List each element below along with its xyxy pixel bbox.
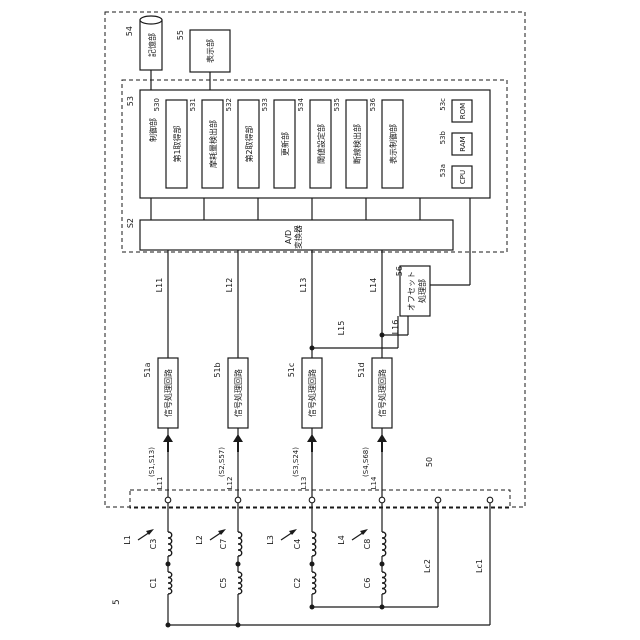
offset-ref: 56 bbox=[395, 266, 404, 276]
chip-label: RAM bbox=[459, 136, 467, 151]
line-label-l15: L15 bbox=[337, 321, 346, 336]
terminals bbox=[165, 497, 493, 503]
coil-c6: C6 bbox=[363, 578, 372, 589]
lead-labels: L1 L2 L3 L4 bbox=[123, 529, 368, 545]
signal-block-51d: 51d 信号処理回路 (S4,S68) L14 bbox=[357, 358, 392, 489]
unit-ref: 533 bbox=[261, 98, 269, 111]
sig-signal: (S4,S68) bbox=[362, 447, 370, 477]
sig-signal: (S2,S57) bbox=[218, 447, 226, 477]
junction-node bbox=[380, 333, 385, 338]
unit-ref: 532 bbox=[225, 98, 233, 111]
sig-line: L14 bbox=[370, 476, 378, 489]
storage-label: 記憶部 bbox=[147, 33, 157, 57]
coil-c5: C5 bbox=[219, 578, 228, 589]
unit-label: 閾値設定部 bbox=[316, 124, 326, 164]
chip-ref: 53a bbox=[439, 164, 447, 177]
sig-signal: (S1,S13) bbox=[148, 447, 156, 477]
ad-ref: S2 bbox=[126, 218, 135, 228]
sig-label: 信号処理回路 bbox=[163, 369, 173, 417]
sig-ref: 51d bbox=[357, 362, 366, 377]
control-ref: 53 bbox=[126, 96, 135, 106]
coil-c2: C2 bbox=[293, 578, 302, 589]
coil-c8: C8 bbox=[363, 539, 372, 550]
figure-label: 5 bbox=[112, 599, 122, 605]
coil-chains bbox=[166, 503, 491, 628]
connector-strip-50 bbox=[130, 490, 510, 508]
junction-node bbox=[310, 346, 315, 351]
sig-label: 信号処理回路 bbox=[233, 369, 243, 417]
chip-ref: 53c bbox=[439, 98, 447, 111]
unit-label: 断線検出部 bbox=[352, 124, 362, 164]
sig-line: L13 bbox=[300, 477, 308, 490]
line-label-l11: L11 bbox=[155, 278, 164, 293]
lead-lc2: Lc2 bbox=[423, 559, 432, 573]
sig-line: L12 bbox=[226, 477, 234, 490]
storage-unit-54: 54 記憶部 bbox=[125, 16, 162, 70]
ad-label-2: 変換器 bbox=[293, 225, 303, 249]
sig-label: 信号処理回路 bbox=[377, 369, 387, 417]
unit-label: 表示制御部 bbox=[388, 124, 398, 164]
line-label-l14: L14 bbox=[369, 278, 378, 293]
connector-ref: 50 bbox=[425, 457, 434, 467]
signal-block-51b: 51b 信号処理回路 (S2,S57) L12 bbox=[213, 358, 248, 489]
chip-label: ROM bbox=[459, 103, 467, 119]
signal-block-51c: 51c 信号処理回路 (S3,S24) L13 bbox=[287, 358, 322, 489]
chip-ref: 53b bbox=[439, 130, 447, 144]
lead-l4: L4 bbox=[337, 535, 346, 545]
line-label-l13: L13 bbox=[299, 278, 308, 293]
storage-ref: 54 bbox=[125, 26, 134, 36]
offset-processor-56: 56 オフセット 処理部 bbox=[395, 266, 430, 316]
sig-label: 信号処理回路 bbox=[307, 369, 317, 417]
offset-label-2: 処理部 bbox=[417, 279, 427, 303]
unit-ref: 536 bbox=[369, 97, 377, 111]
coil-c1: C1 bbox=[149, 578, 158, 589]
line-label-l16: L16 bbox=[391, 320, 400, 335]
unit-ref: 535 bbox=[333, 98, 341, 111]
offset-label-1: オフセット bbox=[407, 271, 416, 311]
unit-label: 更新部 bbox=[280, 132, 290, 156]
unit-label: 第2取得部 bbox=[244, 125, 254, 162]
unit-ref: 534 bbox=[297, 97, 305, 111]
signal-lines bbox=[168, 250, 490, 625]
lead-l3: L3 bbox=[266, 535, 275, 545]
coil-c3: C3 bbox=[149, 539, 158, 550]
sig-signal: (S3,S24) bbox=[292, 447, 300, 477]
unit-label: 第1取得部 bbox=[172, 125, 182, 162]
sig-ref: 51a bbox=[143, 362, 152, 377]
sig-ref: 51b bbox=[213, 362, 222, 377]
coil-c4: C4 bbox=[293, 539, 302, 550]
lead-lc1: Lc1 bbox=[475, 559, 484, 573]
display-ref: 55 bbox=[176, 30, 185, 40]
lead-l2: L2 bbox=[195, 535, 204, 545]
sig-line: L11 bbox=[156, 477, 164, 490]
line-label-l12: L12 bbox=[225, 278, 234, 293]
chip-label: CPU bbox=[459, 170, 467, 184]
signal-block-51a: 51a 信号処理回路 (S1,S13) L11 bbox=[143, 358, 178, 489]
display-unit-55: 55 表示部 bbox=[176, 30, 230, 72]
unit-label: 摩耗量検出部 bbox=[208, 120, 218, 168]
lead-l1: L1 bbox=[123, 535, 132, 545]
unit-ref: 531 bbox=[189, 98, 197, 111]
display-label: 表示部 bbox=[205, 39, 215, 63]
sig-ref: 51c bbox=[287, 363, 296, 378]
control-label: 制御部 bbox=[148, 118, 158, 142]
coil-c7: C7 bbox=[219, 539, 228, 550]
ad-label-1: A/D bbox=[284, 230, 293, 244]
ad-converter-52: S2 A/D 変換器 bbox=[126, 218, 453, 250]
unit-ref: 530 bbox=[153, 98, 161, 111]
